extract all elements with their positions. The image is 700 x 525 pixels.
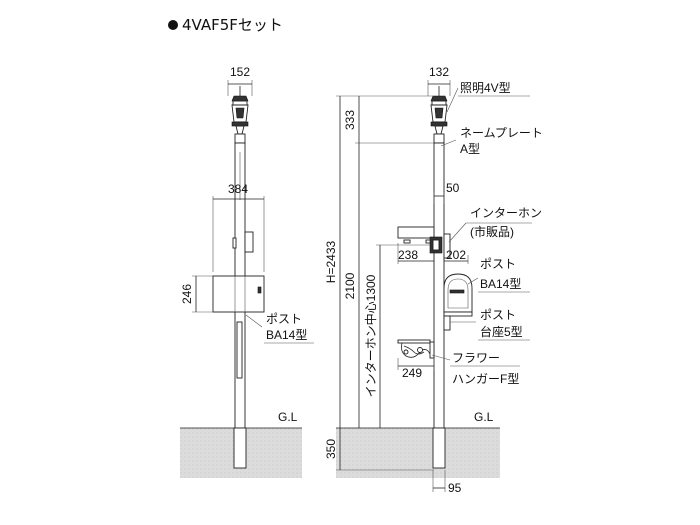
side-view: G.L 132 H=2433 333 2100 350 (324, 65, 543, 495)
side-label-flower-line1: フラワー (452, 351, 500, 365)
side-label-base-line2: 台座5型 (480, 324, 523, 339)
side-dim-2100: 2100 (343, 272, 357, 299)
side-label-intercom-line1: インターホン (470, 206, 542, 220)
side-mailbox (443, 273, 473, 317)
side-dim-202: 202 (446, 248, 466, 262)
side-dim-350: 350 (324, 439, 338, 459)
side-ground (336, 428, 500, 478)
page-title-text: 4VAF5Fセット (182, 16, 283, 34)
front-dim-width: 384 (228, 182, 248, 196)
side-dim-intercom-center: インターホン中心1300 (363, 274, 378, 397)
page-title: 4VAF5Fセット (168, 14, 283, 35)
side-dim-249: 249 (402, 366, 422, 380)
side-dim-top: 132 (429, 65, 449, 79)
side-label-flower-line2: ハンガーF型 (452, 372, 519, 386)
side-label-post-line2: BA14型 (480, 277, 521, 291)
side-ground-label: G.L (474, 410, 494, 424)
bullet-icon (168, 20, 178, 30)
side-intercom-leader (448, 222, 467, 243)
side-post-base (443, 315, 451, 331)
side-dim-h-total: H=2433 (324, 240, 338, 283)
side-lamp (430, 86, 448, 144)
front-dim-top: 152 (230, 65, 250, 79)
front-lamp (231, 86, 249, 144)
side-label-base-line1: ポスト (480, 308, 516, 322)
side-label-nameplate-line1: ネームプレート (460, 126, 543, 140)
front-mailbox (212, 275, 265, 313)
side-nameplate-leader (440, 139, 457, 147)
front-pole-buried (233, 427, 247, 469)
side-label-light: 照明4V型 (460, 81, 511, 95)
side-light-leader (446, 87, 459, 113)
side-label-intercom-line2: (市販品) (470, 224, 514, 239)
side-flower-leader (431, 354, 451, 361)
side-flower-hanger (397, 339, 435, 359)
side-post-leader (467, 277, 479, 285)
front-label-post-line1: ポスト (266, 312, 302, 326)
side-label-post-line1: ポスト (480, 257, 516, 271)
front-post-leader (245, 314, 263, 328)
front-view: G.L 152 384 (180, 65, 314, 478)
front-ground-label: G.L (278, 410, 298, 424)
front-post-base (236, 321, 243, 379)
side-pole (433, 142, 445, 429)
side-dim-95: 95 (448, 481, 462, 495)
side-intercom (443, 233, 451, 259)
side-dim-238: 238 (398, 248, 418, 262)
side-pole-buried (432, 427, 446, 469)
side-dim-light-height: 333 (343, 110, 357, 130)
front-dim-post-height: 246 (180, 284, 194, 304)
front-nameplate-edge (232, 237, 237, 249)
side-nameplate (397, 226, 435, 239)
side-label-nameplate-line2: A型 (460, 142, 480, 156)
front-label-post-line2: BA14型 (266, 328, 307, 342)
front-intercom (244, 231, 254, 253)
side-dim-50: 50 (446, 181, 460, 195)
